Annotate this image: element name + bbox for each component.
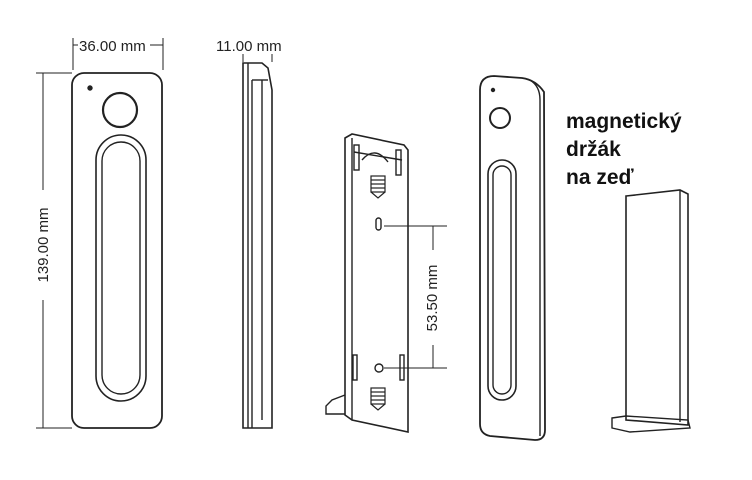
front-view: [71, 72, 163, 429]
hole-spacing-label: 53.50 mm: [424, 265, 441, 332]
label-line-2: držák: [566, 138, 621, 161]
height-dimension-label: 139.00 mm: [35, 207, 52, 282]
handle-slot-outer: [95, 134, 147, 402]
depth-dimension-label: 11.00 mm: [216, 38, 282, 55]
magnetic-wall-mount: [611, 189, 691, 433]
fingerprint-sensor: [101, 91, 139, 129]
hole-spacing-dimension: [384, 225, 447, 369]
led-dot: [87, 85, 93, 91]
label-line-1: magnetický: [566, 110, 682, 133]
width-dimension-label: 36.00 mm: [79, 38, 146, 55]
height-dimension: [36, 72, 72, 429]
arrow-marker-top: [370, 175, 386, 199]
arrow-marker-bottom: [370, 387, 386, 411]
perspective-view: [479, 75, 546, 441]
back-bracket: [325, 133, 409, 433]
handle-slot-inner: [101, 141, 141, 395]
width-dimension: [72, 38, 164, 70]
side-view: [242, 54, 273, 429]
mount-hole-top: [375, 217, 382, 231]
label-line-3: na zeď: [566, 166, 634, 189]
mount-hole-bottom: [374, 363, 384, 373]
